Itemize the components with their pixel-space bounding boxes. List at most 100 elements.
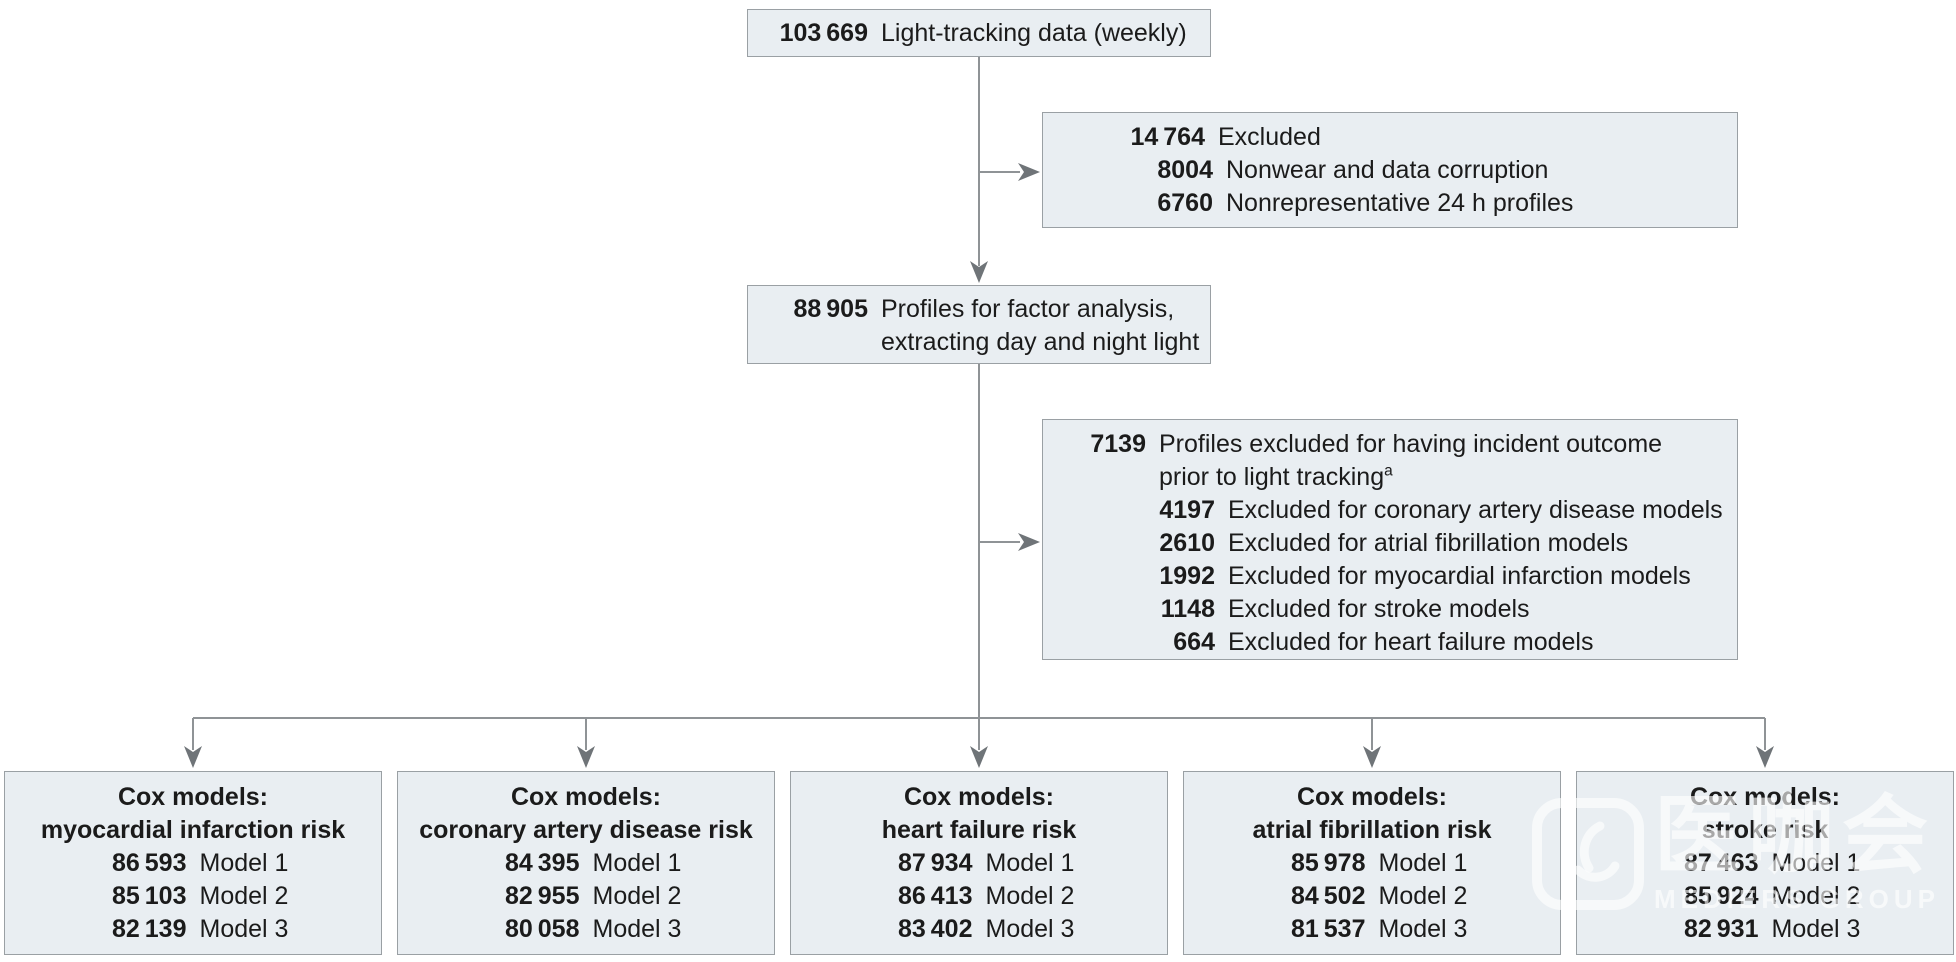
- model-label: Model 1: [592, 849, 682, 877]
- exclusion1-count-0: 14 764: [1130, 123, 1205, 151]
- model-label: Model 1: [1378, 849, 1468, 877]
- exclusion2-label-3: Excluded for myocardial infarction model…: [1228, 562, 1691, 590]
- exclusion2-label-0-text: Profiles excluded for having incident ou…: [1159, 430, 1663, 491]
- cox-model-row: 86 593 Model 1: [5, 847, 381, 880]
- exclusion2-count-2: 2610: [1159, 529, 1215, 557]
- cox-title: Cox models: coronary artery disease risk: [398, 781, 774, 847]
- cox-title-line2: stroke risk: [1701, 816, 1829, 844]
- exclusion2-label-1: Excluded for coronary artery disease mod…: [1228, 496, 1723, 524]
- model-label: Model 2: [199, 882, 289, 910]
- exclusion2-row: 664 Excluded for heart failure models: [1071, 626, 1727, 659]
- source-box: 103 669 Light-tracking data (weekly): [747, 9, 1211, 57]
- model-label: Model 3: [985, 915, 1075, 943]
- cox-model-row: 81 537 Model 3: [1184, 913, 1560, 946]
- cox-model-row: 87 463 Model 1: [1577, 847, 1953, 880]
- exclusion2-row: 7139 Profiles excluded for having incide…: [1071, 428, 1727, 494]
- cox-title-line1: Cox models:: [1689, 783, 1841, 811]
- exclusion1-label-2: Nonrepresentative 24 h profiles: [1226, 189, 1574, 217]
- exclusion2-row: 1992 Excluded for myocardial infarction …: [1071, 560, 1727, 593]
- cox-model-row: 85 924 Model 2: [1577, 880, 1953, 913]
- cox-box-atrial-fibrillation: Cox models: atrial fibrillation risk 85 …: [1183, 771, 1561, 955]
- exclusion1-row: 14 764 Excluded: [1115, 121, 1727, 154]
- exclusion2-count-5: 664: [1173, 628, 1215, 656]
- cox-title: Cox models: stroke risk: [1577, 781, 1953, 847]
- cox-title: Cox models: atrial fibrillation risk: [1184, 781, 1560, 847]
- exclusion2-label-5: Excluded for heart failure models: [1228, 628, 1594, 656]
- exclusion2-row: 1148 Excluded for stroke models: [1071, 593, 1727, 626]
- exclusion1-row: 6760 Nonrepresentative 24 h profiles: [1115, 187, 1727, 220]
- source-count: 103 669: [779, 18, 868, 47]
- cox-title-line1: Cox models:: [1296, 783, 1448, 811]
- exclusion2-count-1: 4197: [1159, 496, 1215, 524]
- model-count: 85 103: [111, 882, 187, 910]
- cox-model-row: 82 955 Model 2: [398, 880, 774, 913]
- cox-title-line1: Cox models:: [510, 783, 662, 811]
- analysis-count: 88 905: [793, 295, 868, 323]
- cox-title-line2: coronary artery disease risk: [419, 816, 753, 844]
- analysis-row: 88 905 Profiles for factor analysis, ext…: [768, 293, 1200, 359]
- cox-box-myocardial-infarction: Cox models: myocardial infarction risk 8…: [4, 771, 382, 955]
- exclusion1-label-1: Nonwear and data corruption: [1226, 156, 1549, 184]
- cox-model-row: 85 978 Model 1: [1184, 847, 1560, 880]
- cox-title-line2: myocardial infarction risk: [40, 816, 346, 844]
- model-count: 80 058: [504, 915, 580, 943]
- model-count: 82 955: [504, 882, 580, 910]
- exclusion1-row: 8004 Nonwear and data corruption: [1115, 154, 1727, 187]
- cox-title: Cox models: heart failure risk: [791, 781, 1167, 847]
- cox-model-row: 82 931 Model 3: [1577, 913, 1953, 946]
- cox-title-line2: heart failure risk: [881, 816, 1077, 844]
- model-label: Model 2: [1771, 882, 1861, 910]
- model-label: Model 1: [199, 849, 289, 877]
- model-label: Model 1: [1771, 849, 1861, 877]
- model-count: 87 463: [1683, 849, 1759, 877]
- model-count: 82 931: [1683, 915, 1759, 943]
- model-label: Model 3: [199, 915, 289, 943]
- model-count: 86 593: [111, 849, 187, 877]
- model-count: 85 978: [1290, 849, 1366, 877]
- exclusion2-label-0: Profiles excluded for having incident ou…: [1146, 428, 1719, 494]
- model-count: 87 934: [897, 849, 973, 877]
- model-label: Model 3: [592, 915, 682, 943]
- model-count: 83 402: [897, 915, 973, 943]
- model-label: Model 2: [1378, 882, 1468, 910]
- cox-box-stroke: Cox models: stroke risk 87 463 Model 1 85…: [1576, 771, 1954, 955]
- model-count: 82 139: [111, 915, 187, 943]
- exclusion-box-1: 14 764 Excluded 8004 Nonwear and data co…: [1042, 112, 1738, 228]
- model-label: Model 3: [1771, 915, 1861, 943]
- model-count: 81 537: [1290, 915, 1366, 943]
- cox-title: Cox models: myocardial infarction risk: [5, 781, 381, 847]
- cox-model-row: 82 139 Model 3: [5, 913, 381, 946]
- cox-box-coronary-artery-disease: Cox models: coronary artery disease risk…: [397, 771, 775, 955]
- model-label: Model 2: [592, 882, 682, 910]
- exclusion1-label-0: Excluded: [1218, 123, 1321, 151]
- cox-title-line1: Cox models:: [117, 783, 269, 811]
- exclusion-box-2: 7139 Profiles excluded for having incide…: [1042, 419, 1738, 660]
- model-label: Model 2: [985, 882, 1075, 910]
- cox-model-row: 85 103 Model 2: [5, 880, 381, 913]
- exclusion1-count-2: 6760: [1157, 189, 1213, 217]
- cox-model-row: 80 058 Model 3: [398, 913, 774, 946]
- cox-model-row: 84 395 Model 1: [398, 847, 774, 880]
- source-label: Light-tracking data (weekly): [881, 18, 1187, 47]
- analysis-label: Profiles for factor analysis, extracting…: [881, 295, 1200, 356]
- cox-model-row: 83 402 Model 3: [791, 913, 1167, 946]
- exclusion2-count-3: 1992: [1159, 562, 1215, 590]
- cox-model-row: 84 502 Model 2: [1184, 880, 1560, 913]
- footnote-marker: a: [1384, 462, 1393, 480]
- model-label: Model 3: [1378, 915, 1468, 943]
- exclusion1-count-1: 8004: [1157, 156, 1213, 184]
- cox-title-line1: Cox models:: [903, 783, 1055, 811]
- cox-title-line2: atrial fibrillation risk: [1252, 816, 1492, 844]
- exclusion2-label-4: Excluded for stroke models: [1228, 595, 1530, 623]
- exclusion2-count-4: 1148: [1160, 595, 1215, 623]
- model-count: 84 395: [504, 849, 580, 877]
- model-count: 84 502: [1290, 882, 1366, 910]
- model-count: 85 924: [1683, 882, 1759, 910]
- exclusion2-label-2: Excluded for atrial fibrillation models: [1228, 529, 1629, 557]
- exclusion2-row: 2610 Excluded for atrial fibrillation mo…: [1071, 527, 1727, 560]
